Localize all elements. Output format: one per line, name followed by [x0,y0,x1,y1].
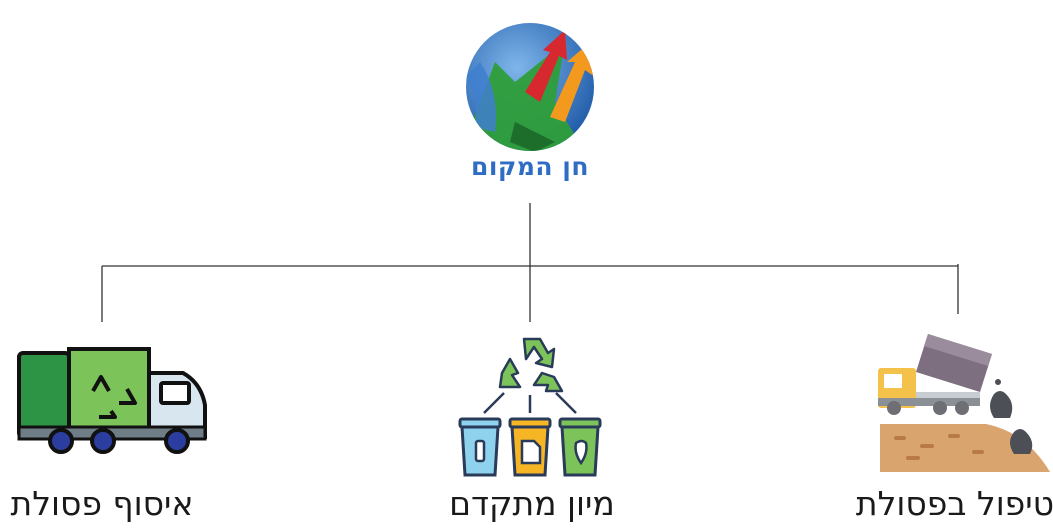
garbage-truck-icon [17,347,207,454]
node-label-advanced-sorting: מיון מתקדם [449,484,615,523]
logo-title: חן המקום [470,152,590,181]
node-label-waste-treatment: טיפול בפסולת [855,484,1053,523]
node-label-waste-collection: איסוף פסולת [10,484,194,523]
node-advanced-sorting [454,333,606,482]
node-waste-collection [15,343,209,459]
logo [455,22,605,156]
globe-arrows-icon [466,23,594,151]
dump-truck-landfill-icon [878,334,1050,472]
node-waste-treatment [876,332,1053,476]
recycling-bins-icon [458,337,602,477]
